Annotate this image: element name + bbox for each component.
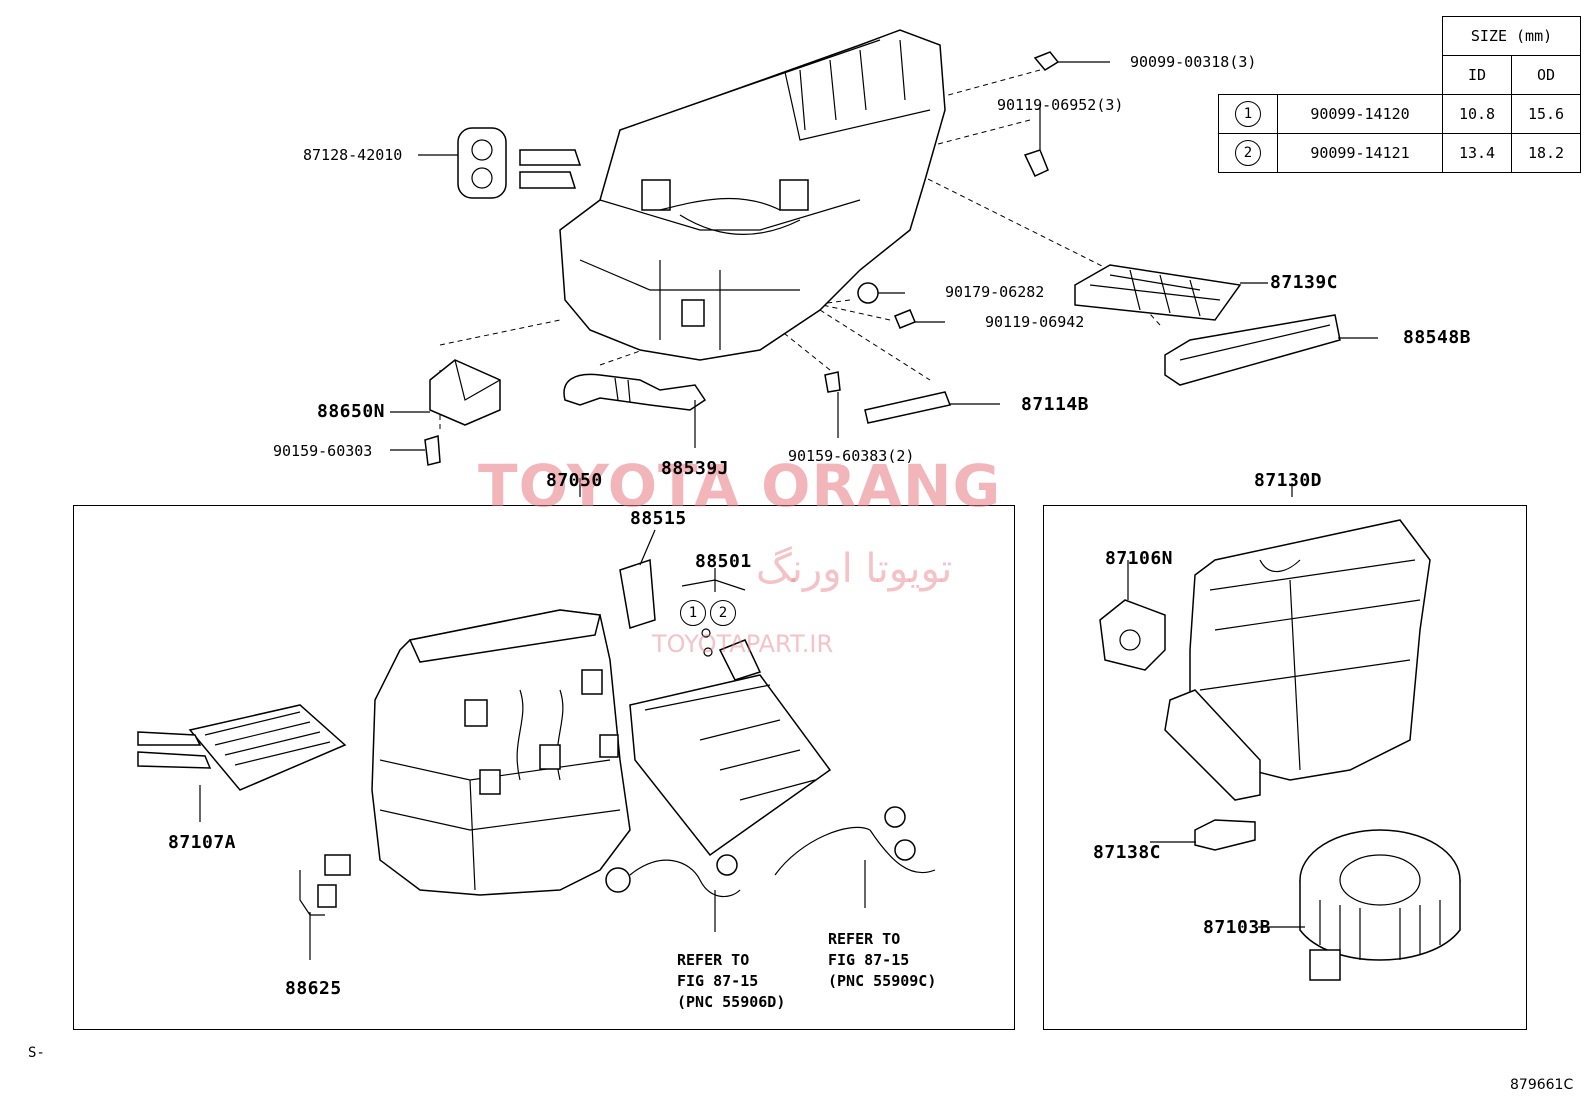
row-number-badge: 2 [1235,140,1261,166]
part-label-87139C[interactable]: 87139C [1270,272,1339,293]
callout-2: 2 [710,600,736,626]
part-label-87050[interactable]: 87050 [546,470,603,491]
grommet-part [457,127,507,199]
part-label-87128[interactable]: 87128-42010 [303,146,403,164]
blower-case-part [1164,519,1431,801]
part-label-87130D[interactable]: 87130D [1254,470,1323,491]
part-label-88548B[interactable]: 88548B [1403,327,1472,348]
row-od-value: 15.6 [1511,94,1581,134]
part-label-90179[interactable]: 90179-06282 [945,283,1045,301]
drain-hose-part [563,373,707,411]
hvac-case-bottom [371,609,631,896]
part-label-90159-60383[interactable]: 90159-60383(2) [788,447,915,465]
seal-part [864,391,952,424]
evaporator-part [629,639,832,857]
screw-parts-top [424,51,1060,466]
part-label-90119-06952[interactable]: 90119-06952(3) [997,96,1124,114]
figure-code: 879661C [1510,1077,1574,1093]
part-label-88625[interactable]: 88625 [285,978,342,999]
part-label-90159-60303[interactable]: 90159-60303 [273,442,373,460]
part-label-87138C[interactable]: 87138C [1093,842,1162,863]
callout-1: 1 [680,600,706,626]
part-label-90119-06942[interactable]: 90119-06942 [985,313,1085,331]
leader-lines-top [390,61,1378,497]
filter-cover-part [1164,314,1341,386]
watermark-persian: تویوتا اورنگ [756,546,953,592]
assembly-box-87130D [1043,505,1527,1030]
actuator-part-top [429,359,501,426]
o-ring-callouts [681,568,746,657]
servo-motor-part [1099,560,1166,671]
row-id-value: 13.4 [1442,133,1512,173]
row-od-value: 18.2 [1511,133,1581,173]
part-label-87106N[interactable]: 87106N [1105,548,1174,569]
part-label-87114B[interactable]: 87114B [1021,394,1090,415]
part-label-88515[interactable]: 88515 [630,508,687,529]
row-part-number: 90099-14121 [1277,133,1443,173]
refer-note-55906D[interactable]: REFER TO FIG 87-15 (PNC 55906D) [677,951,786,1011]
row-number-badge: 1 [1235,101,1261,127]
thermistor-part [619,529,656,629]
part-label-88539J[interactable]: 88539J [661,458,730,479]
size-table-col-id: ID [1442,55,1512,95]
watermark-site: TOYOTAPART.IR [652,630,834,658]
row-part-number: 90099-14120 [1277,94,1443,134]
size-table-header: SIZE (mm) [1442,16,1581,56]
part-label-88650N[interactable]: 88650N [317,401,386,422]
wire-harness-part [299,854,351,960]
table-row: 1 90099-14120 10.8 15.6 [1218,94,1581,134]
part-label-87103B[interactable]: 87103B [1203,917,1272,938]
resistor-part [1150,819,1256,851]
sensor-wire-2 [774,806,936,908]
size-table: SIZE (mm) ID OD 1 90099-14120 10.8 15.6 … [1218,16,1581,173]
watermark-main: TOYOTA ORANG [478,452,1002,520]
part-label-90099-00318[interactable]: 90099-00318(3) [1130,53,1257,71]
part-label-87107A[interactable]: 87107A [168,832,237,853]
assembly-box-87050 [73,505,1015,1030]
size-table-col-od: OD [1511,55,1581,95]
part-label-88501[interactable]: 88501 [695,551,752,572]
sensor-wire-1 [605,854,741,932]
row-id-value: 10.8 [1442,94,1512,134]
table-row: 2 90099-14121 13.4 18.2 [1218,133,1581,173]
refer-note-55909C[interactable]: REFER TO FIG 87-15 (PNC 55909C) [828,930,937,990]
blower-motor-part [1258,829,1461,981]
hvac-unit-assembly-top [519,29,946,361]
heater-core-part [137,704,347,822]
corner-mark: S- [28,1045,45,1061]
filter-part [1074,264,1242,321]
